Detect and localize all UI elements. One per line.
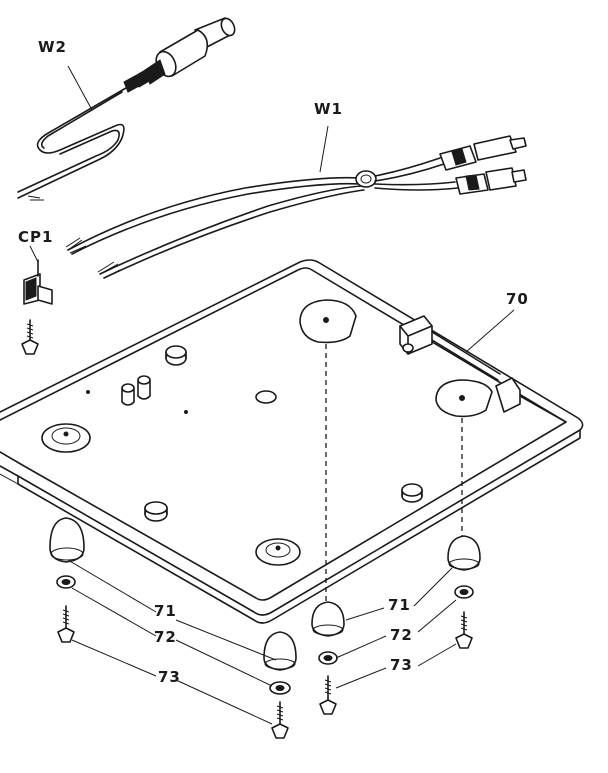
- label-72-left: 72: [154, 628, 177, 646]
- label-73-left: 73: [158, 668, 181, 686]
- clip-cp1: [21, 259, 53, 355]
- foot-assembly-right: [447, 535, 481, 649]
- foot-assembly-middle: [311, 601, 345, 715]
- label-w1: W1: [314, 100, 343, 118]
- label-w2: W2: [38, 38, 67, 56]
- label-cp1: CP1: [18, 228, 54, 246]
- label-73-right: 73: [390, 656, 413, 674]
- label-72-right: 72: [390, 626, 413, 644]
- foot-assembly-center: [263, 631, 297, 739]
- base-plate-70: [0, 259, 584, 624]
- cable-w2: [17, 17, 236, 201]
- leader-lines: [29, 65, 515, 725]
- label-71-left: 71: [154, 602, 177, 620]
- label-70: 70: [506, 290, 529, 308]
- foot-assembly-left: [49, 517, 85, 643]
- label-71-right: 71: [388, 596, 411, 614]
- cable-w1: [65, 135, 527, 279]
